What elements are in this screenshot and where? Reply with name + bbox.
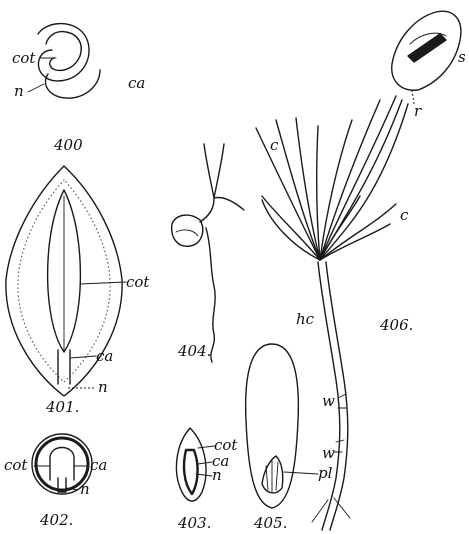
figure-401: cot ca n 401. [6, 166, 151, 416]
fig401-radicle [58, 350, 70, 384]
fig406-label-c-right: c [400, 206, 409, 224]
fig401-leader-ca [70, 356, 96, 358]
fig403-seed-outline [176, 428, 206, 501]
fig406-label-w-lower: w [322, 444, 335, 462]
fig403-embryo [184, 450, 198, 494]
fig406-root [262, 196, 320, 260]
fig400-label-n: n [14, 82, 24, 100]
figure-406: s r c c hc w w 406. [256, 11, 466, 530]
fig402-label-n: n [80, 480, 90, 498]
fig400-number: 400 [53, 136, 83, 154]
fig400-radicle [45, 70, 100, 98]
fig405-label-pl: pl [318, 464, 333, 482]
fig406-label-r: r [414, 102, 422, 120]
fig403-label-n: n [212, 466, 222, 484]
fig406-seed-scutellum [408, 34, 446, 62]
fig401-label-cot: cot [126, 273, 150, 291]
fig401-number: 401. [45, 398, 79, 416]
fig406-number: 406. [379, 316, 413, 334]
fig402-label-ca: ca [90, 456, 107, 474]
fig403-number: 403. [177, 514, 211, 532]
figure-402: cot ca n 402. [4, 434, 107, 529]
fig403-leader-cot [198, 446, 214, 448]
fig406-root [256, 128, 320, 260]
fig406-root [317, 126, 320, 260]
fig406-label-s: s [458, 48, 466, 66]
fig400-label-cot: cot [12, 49, 36, 67]
fig401-leader-cot [80, 282, 126, 284]
fig406-label-w-upper: w [322, 392, 335, 410]
fig404-leaf-right [214, 198, 244, 211]
figure-404: 404. [172, 144, 244, 362]
fig406-label-c-left: c [270, 136, 279, 154]
figure-403: cot ca n 403. [176, 428, 238, 532]
fig406-roots [256, 96, 408, 260]
fig404-leaf-middle [214, 144, 224, 198]
fig406-root [276, 120, 320, 260]
fig406-root [320, 120, 352, 260]
fig406-root [320, 196, 360, 260]
fig401-label-ca: ca [96, 347, 113, 365]
fig400-leader-n [28, 84, 44, 92]
figure-400: cot ca n 400 [12, 24, 145, 154]
fig404-number: 404. [177, 342, 211, 360]
figure-405: pl 405. [246, 344, 333, 532]
fig405-number: 405. [253, 514, 287, 532]
fig401-label-n: n [98, 378, 108, 396]
fig404-seed-line [176, 230, 198, 236]
fig406-label-hc: hc [296, 310, 315, 328]
fig400-coil-inner [46, 32, 81, 71]
fig404-leaf-left [204, 144, 214, 198]
fig400-label-ca: ca [128, 74, 145, 92]
fig404-seed-coat [172, 215, 203, 246]
fig406-root [320, 96, 396, 260]
fig405-leader-pl [284, 472, 318, 474]
fig402-number: 402. [39, 511, 73, 529]
fig402-label-cot: cot [4, 456, 28, 474]
fig404-hypocotyl-top [200, 198, 214, 222]
fig406-root [320, 100, 402, 260]
fig402-cotyledon [50, 448, 74, 481]
